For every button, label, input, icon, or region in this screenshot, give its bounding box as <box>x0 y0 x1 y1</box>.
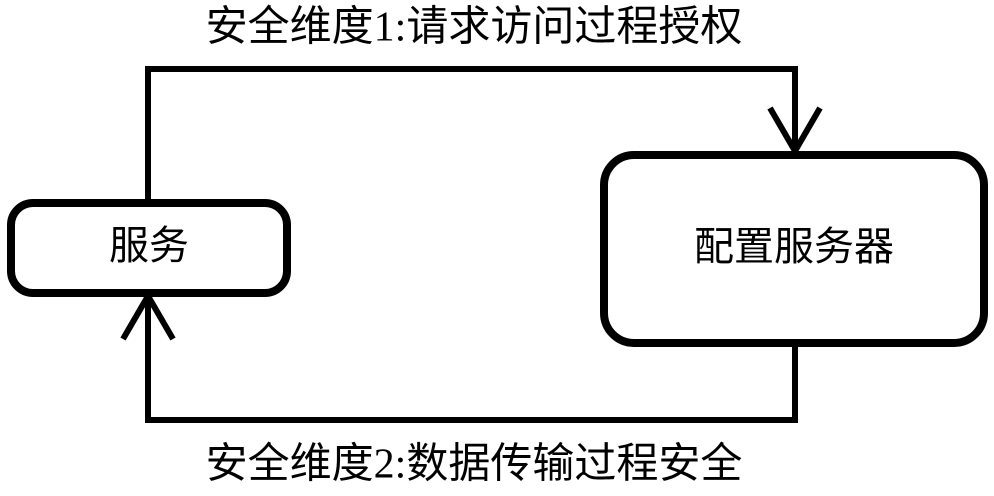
edge-top-path <box>145 66 798 200</box>
node-service-shape <box>7 199 291 297</box>
node-config-server-shape <box>600 151 988 347</box>
edge-bottom-path <box>145 296 798 423</box>
edge-bottom-label: 安全维度2:数据传输过程安全 <box>206 441 743 488</box>
node-config-server-label: 配置服务器 <box>694 224 894 269</box>
edge-top-label: 安全维度1:请求访问过程授权 <box>206 4 743 51</box>
node-service-label: 服务 <box>109 223 189 268</box>
node-config-server[interactable]: 配置服务器 <box>600 151 988 347</box>
node-service[interactable]: 服务 <box>7 199 291 297</box>
